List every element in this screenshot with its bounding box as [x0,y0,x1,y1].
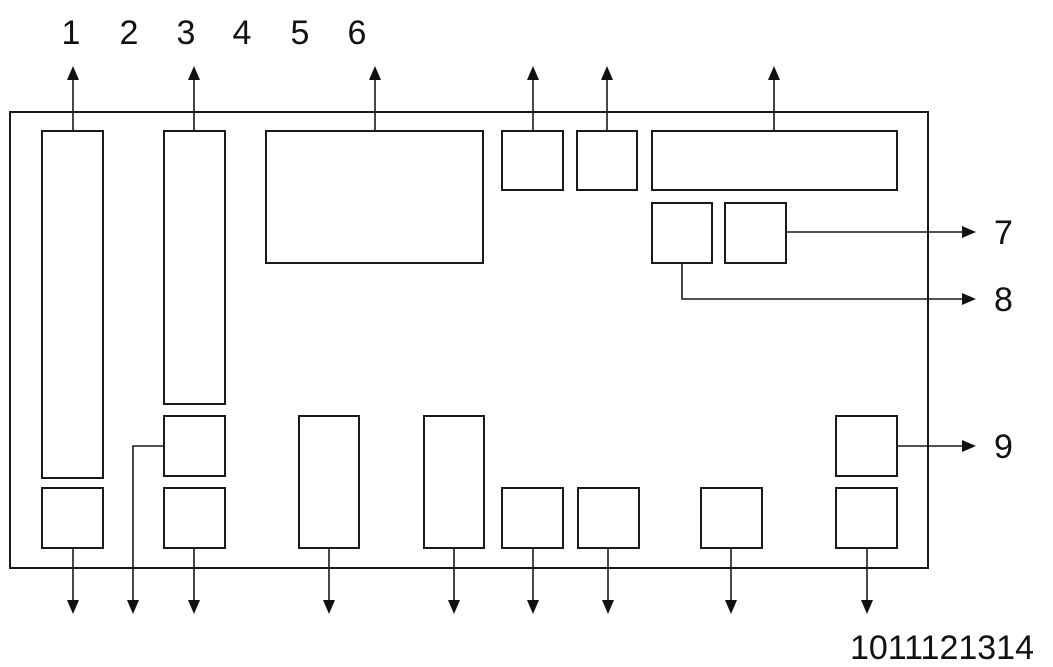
arrowhead-down [323,600,335,614]
arrowhead-down [67,600,79,614]
arrowhead-down [861,600,873,614]
arrowhead-up [527,66,539,80]
label-5: 5 [291,14,310,52]
arrowhead-up [188,66,200,80]
component-top-wide-bar [651,130,898,191]
component-bottom-square-a [501,487,564,549]
arrowhead-down [602,600,614,614]
top-callout-labels: 1 2 3 4 5 6 [62,14,367,52]
arrowhead-right [962,293,976,305]
component-top-square-a [501,130,564,191]
arrowhead-right [962,440,976,452]
component-mid-square-b [724,202,787,264]
component-top-square-b [576,130,638,191]
component-bottom-square-c [700,487,763,549]
component-second-bottom [163,487,226,549]
component-right-upper [835,415,898,477]
arrowhead-down [527,600,539,614]
bottom-callout-labels: 1011121314 [850,629,1034,667]
label-2: 2 [120,14,139,52]
right-callout-labels: 7 8 9 [994,214,1013,466]
arrowhead-up [67,66,79,80]
component-large-block [265,130,484,264]
enclosure-frame [9,111,929,569]
label-3: 3 [177,14,196,52]
component-bottom-tall-b [423,415,485,549]
arrowhead-up [601,66,613,80]
label-4: 4 [233,14,252,52]
component-second-small [163,415,226,477]
component-left-tall [41,130,104,479]
arrowhead-up [369,66,381,80]
label-7: 7 [994,214,1013,252]
leaders-right [681,226,976,452]
arrowhead-down [725,600,737,614]
component-mid-square-a [651,202,713,264]
label-8: 8 [994,281,1013,319]
label-6: 6 [348,14,367,52]
label-9: 9 [994,428,1013,466]
arrowhead-down [127,600,139,614]
arrowhead-up [768,66,780,80]
component-second-tall [163,130,226,405]
component-bottom-tall-a [298,415,360,549]
leaders-down [67,445,873,614]
component-left-bottom [41,487,104,549]
arrowhead-down [448,600,460,614]
leaders-up [67,66,780,131]
arrowhead-down [188,600,200,614]
component-bottom-square-b [577,487,640,549]
component-right-lower [835,487,898,549]
arrowhead-right [962,226,976,238]
label-1: 1 [62,14,81,52]
